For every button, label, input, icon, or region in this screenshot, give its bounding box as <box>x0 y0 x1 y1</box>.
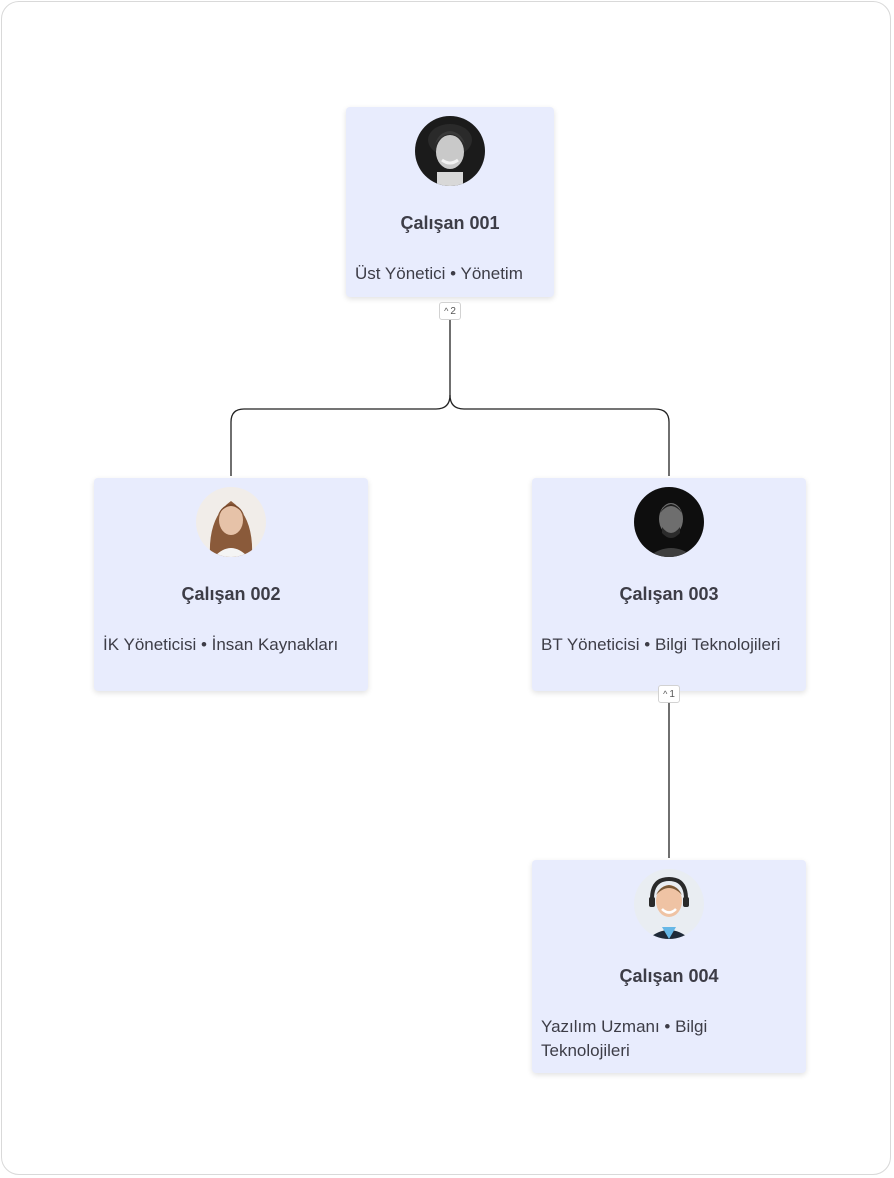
node-role: Yazılım Uzmanı • Bilgi Teknolojileri <box>541 1017 708 1060</box>
collapse-toggle-003[interactable]: ^1 <box>658 685 680 703</box>
org-node-card-003[interactable]: Çalışan 003 BT Yöneticisi • Bilgi Teknol… <box>532 478 806 691</box>
child-count: 1 <box>669 689 675 700</box>
node-role: İK Yöneticisi • İnsan Kaynakları <box>103 635 339 654</box>
node-name: Çalışan 001 <box>400 213 500 233</box>
node-name: Çalışan 002 <box>181 584 281 604</box>
org-node-card-004[interactable]: Çalışan 004 Yazılım Uzmanı • Bilgi Tekno… <box>532 860 806 1073</box>
node-role: Üst Yönetici • Yönetim <box>355 264 523 283</box>
avatar <box>634 869 704 939</box>
org-node-card-002[interactable]: Çalışan 002 İK Yöneticisi • İnsan Kaynak… <box>94 478 368 691</box>
child-count: 2 <box>450 306 456 317</box>
collapse-toggle-001[interactable]: ^2 <box>439 302 461 320</box>
org-node-card-001[interactable]: Çalışan 001 Üst Yönetici • Yönetim <box>346 107 554 297</box>
chevron-up-icon: ^ <box>444 306 449 316</box>
avatar <box>415 116 485 186</box>
avatar <box>196 487 266 557</box>
avatar <box>634 487 704 557</box>
node-name: Çalışan 004 <box>619 966 719 986</box>
node-name: Çalışan 003 <box>619 584 719 604</box>
node-role: BT Yöneticisi • Bilgi Teknolojileri <box>541 635 781 654</box>
chevron-up-icon: ^ <box>663 689 668 699</box>
